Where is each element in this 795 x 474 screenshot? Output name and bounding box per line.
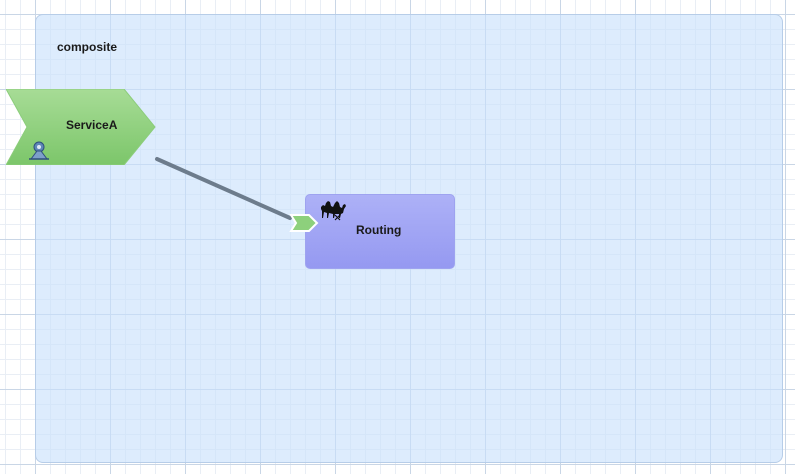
service-name-label: ServiceA bbox=[66, 118, 118, 132]
component-service-arrow-icon[interactable] bbox=[289, 214, 319, 232]
component-name-label: Routing bbox=[356, 223, 402, 237]
composite-label: composite bbox=[57, 40, 118, 54]
service-binding-icon bbox=[28, 140, 50, 160]
camel-icon bbox=[319, 198, 347, 224]
